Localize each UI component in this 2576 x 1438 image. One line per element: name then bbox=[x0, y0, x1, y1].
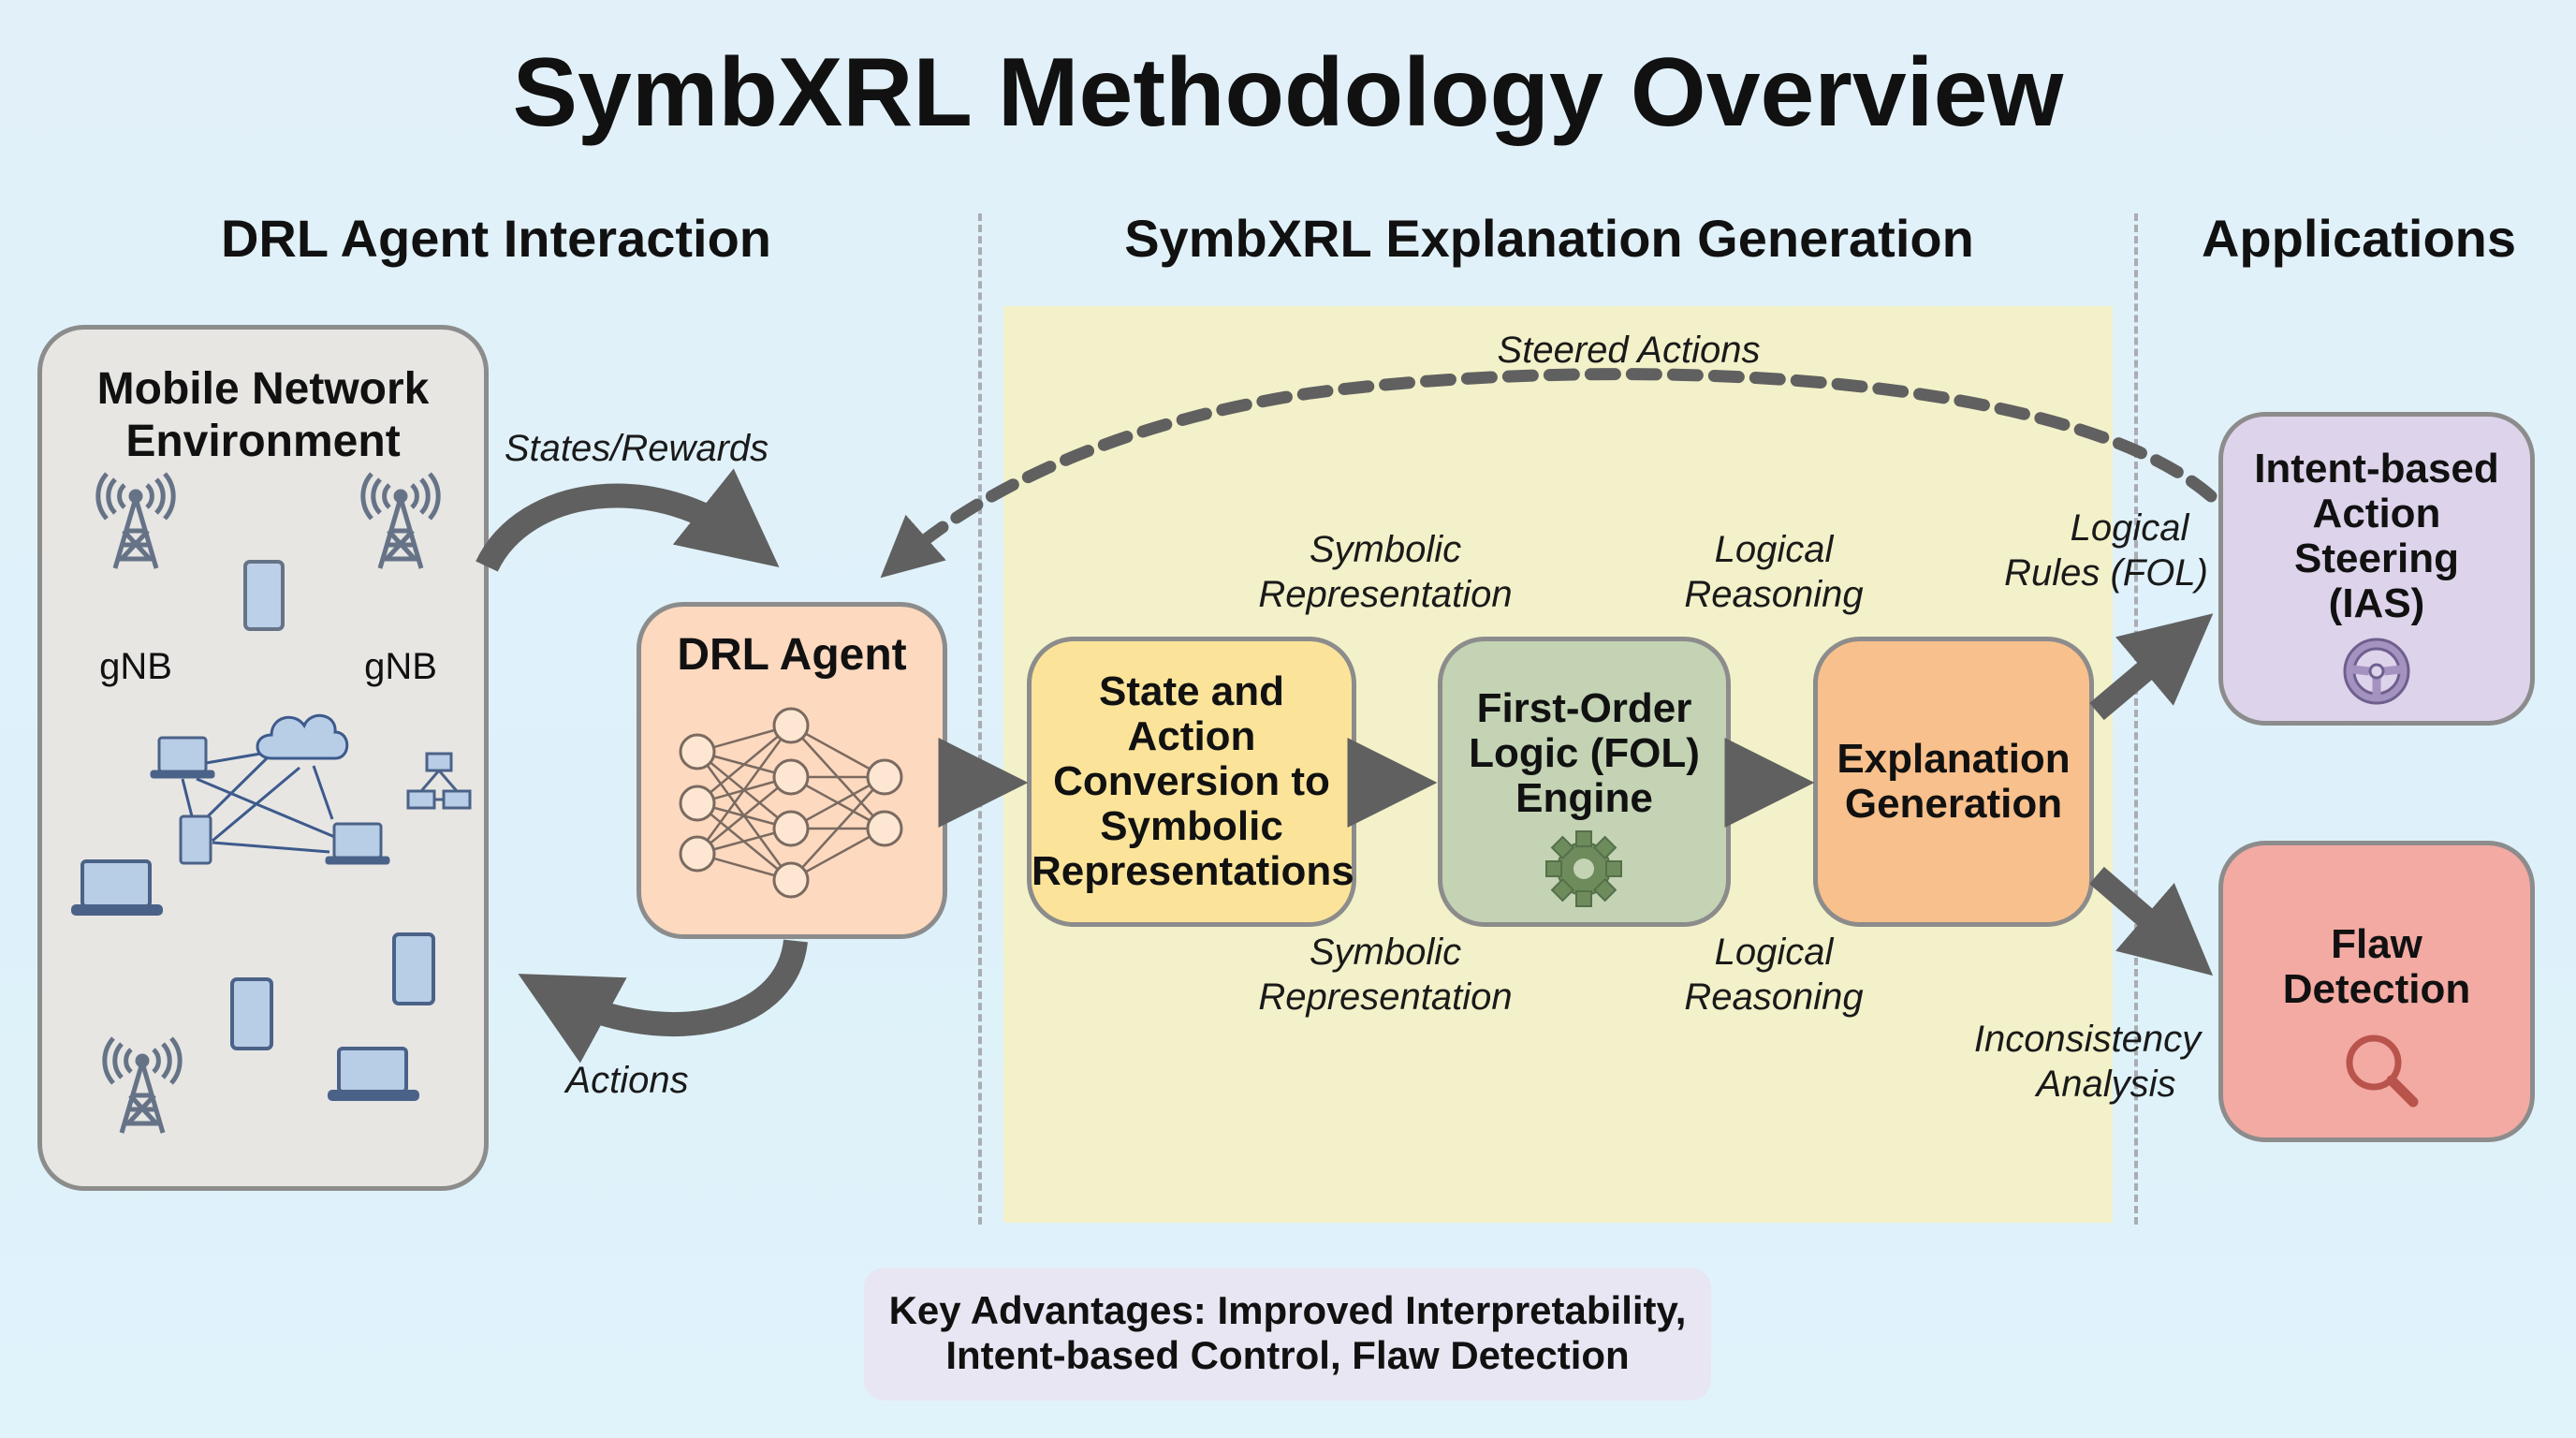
state-conversion-line: Symbolic bbox=[1100, 803, 1283, 849]
logical-reasoning-top-label: Logical Reasoning bbox=[1629, 527, 1919, 617]
gnb-label-left: gNB bbox=[99, 646, 172, 687]
key-advantages-line2: Intent-based Control, Flaw Detection bbox=[945, 1333, 1630, 1377]
steered-actions-label: Steered Actions bbox=[1497, 330, 1761, 371]
explanation-line: Generation bbox=[1844, 781, 2063, 827]
inconsistency-analysis-label: Inconsistency Analysis bbox=[1947, 1017, 2228, 1107]
fol-engine-line: Engine bbox=[1515, 775, 1653, 821]
drl-agent-title: DRL Agent bbox=[677, 630, 907, 680]
fol-engine-line: First-Order bbox=[1476, 685, 1692, 731]
label-line: Reasoning bbox=[1684, 574, 1864, 615]
ias-line: (IAS) bbox=[2328, 580, 2425, 626]
flaw-detection-box[interactable]: Flaw Detection bbox=[2218, 841, 2535, 1142]
symbolic-representation-top-label: Symbolic Representation bbox=[1217, 527, 1554, 617]
section-header-applications: Applications bbox=[2201, 209, 2517, 268]
section-header-drl-interaction: DRL Agent Interaction bbox=[220, 209, 772, 268]
actions-label: Actions bbox=[565, 1060, 689, 1101]
key-advantages-box: Key Advantages: Improved Interpretabilit… bbox=[864, 1268, 1711, 1401]
ias-line: Action bbox=[2312, 491, 2441, 536]
logical-reasoning-bottom-label: Logical Reasoning bbox=[1629, 930, 1919, 1020]
actions-arrow bbox=[518, 938, 808, 1064]
label-line: Symbolic bbox=[1309, 529, 1462, 570]
state-conversion-line: Conversion to bbox=[1053, 758, 1330, 804]
section-header-explanation-generation: SymbXRL Explanation Generation bbox=[1124, 209, 1974, 268]
environment-title-line2: Environment bbox=[125, 417, 401, 466]
ias-line: Intent-based bbox=[2254, 446, 2499, 492]
ias-line: Steering bbox=[2293, 536, 2460, 581]
states-rewards-label: States/Rewards bbox=[504, 428, 769, 469]
symbolic-representation-bottom-label: Symbolic Representation bbox=[1217, 930, 1554, 1020]
label-line: Logical bbox=[1714, 932, 1834, 973]
flaw-line: Flaw bbox=[2331, 921, 2422, 967]
environment-title-line1: Mobile Network bbox=[96, 364, 430, 414]
label-line: Symbolic bbox=[1309, 932, 1462, 973]
fol-engine-box[interactable]: First-Order Logic (FOL) Engine bbox=[1438, 637, 1731, 927]
logical-rules-label: Logical Rules (FOL) bbox=[1975, 506, 2237, 595]
states-rewards-arrow bbox=[476, 468, 780, 573]
flaw-line: Detection bbox=[2282, 966, 2471, 1012]
section-divider-left bbox=[978, 213, 982, 1225]
gnb-label-right: gNB bbox=[364, 646, 437, 687]
explanation-line: Explanation bbox=[1837, 736, 2071, 782]
label-line: Logical bbox=[1714, 529, 1834, 570]
page-title: SymbXRL Methodology Overview bbox=[512, 38, 2064, 147]
drl-agent-box[interactable]: DRL Agent bbox=[637, 602, 947, 939]
label-line: Inconsistency bbox=[1973, 1019, 2202, 1060]
label-line: Analysis bbox=[2036, 1064, 2176, 1105]
state-conversion-line: Representations bbox=[1032, 848, 1354, 894]
state-conversion-line: Action bbox=[1127, 713, 1256, 759]
fol-engine-line: Logic (FOL) bbox=[1469, 730, 1700, 776]
label-line: Rules (FOL) bbox=[2004, 552, 2208, 594]
explanation-generation-box[interactable]: Explanation Generation bbox=[1813, 637, 2094, 927]
state-conversion-box[interactable]: State and Action Conversion to Symbolic … bbox=[1027, 637, 1356, 927]
key-advantages-line1: Key Advantages: Improved Interpretabilit… bbox=[888, 1288, 1687, 1332]
label-line: Representation bbox=[1258, 574, 1513, 615]
environment-title: Mobile Network Environment bbox=[42, 363, 484, 468]
mobile-network-environment-box[interactable]: Mobile Network Environment bbox=[37, 325, 489, 1191]
label-line: Reasoning bbox=[1684, 976, 1864, 1018]
state-conversion-line: State and bbox=[1098, 668, 1285, 714]
label-line: Logical bbox=[2070, 507, 2189, 549]
ias-box[interactable]: Intent-based Action Steering (IAS) bbox=[2218, 412, 2535, 726]
label-line: Representation bbox=[1258, 976, 1513, 1018]
